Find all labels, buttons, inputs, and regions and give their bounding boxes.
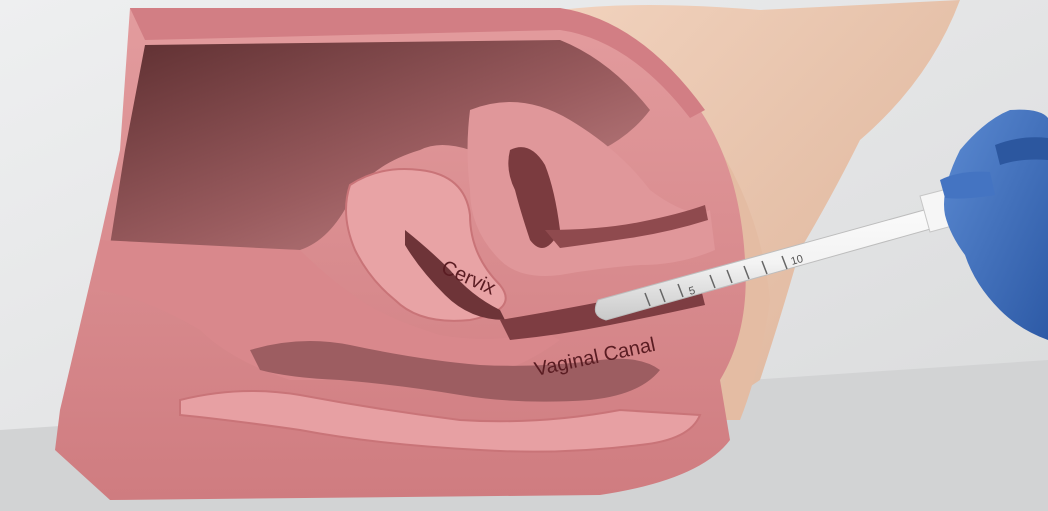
illustration-stage: 5 10 Cervix Vaginal Canal <box>0 0 1048 511</box>
pelvic-cross-section-illustration: 5 10 Cervix Vaginal Canal <box>0 0 1048 511</box>
